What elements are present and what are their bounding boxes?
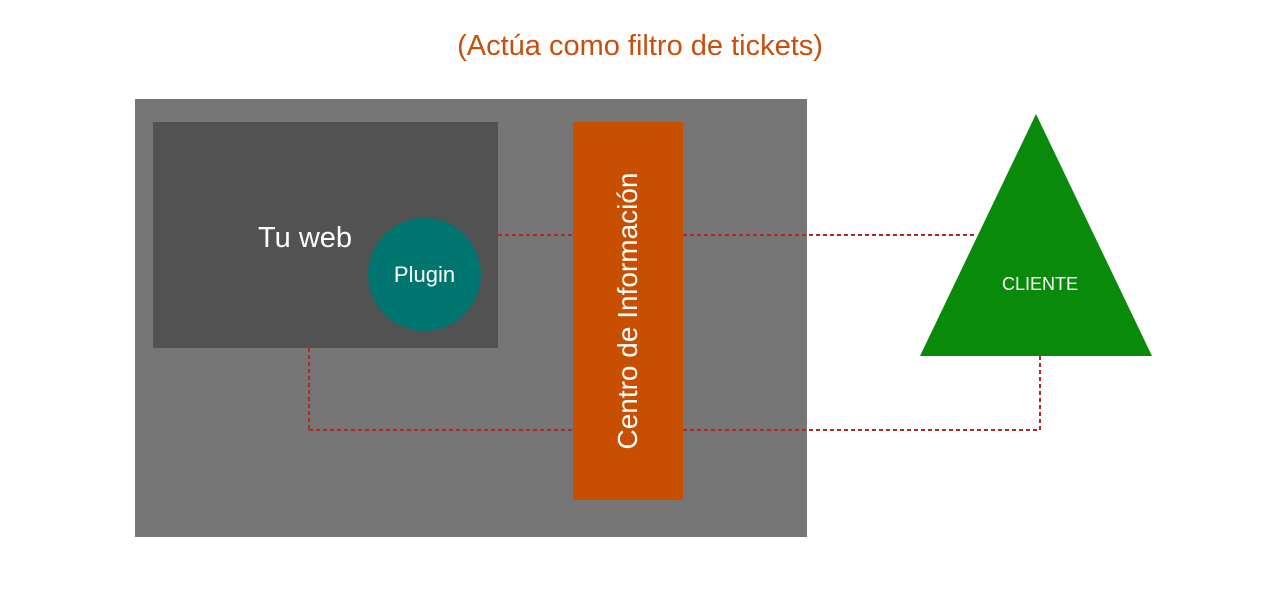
plugin-circle: Plugin <box>368 218 481 331</box>
client-label: CLIENTE <box>1001 274 1079 294</box>
connector-lines <box>308 234 1041 431</box>
client-triangle <box>920 114 1152 356</box>
info-center-box <box>573 122 683 500</box>
web-label: Tu web <box>258 222 353 254</box>
diagram-caption: (Actúa como filtro de tickets) <box>457 30 823 62</box>
info-center-label: Centro de Información <box>612 172 643 450</box>
plugin-label: Plugin <box>393 261 456 287</box>
